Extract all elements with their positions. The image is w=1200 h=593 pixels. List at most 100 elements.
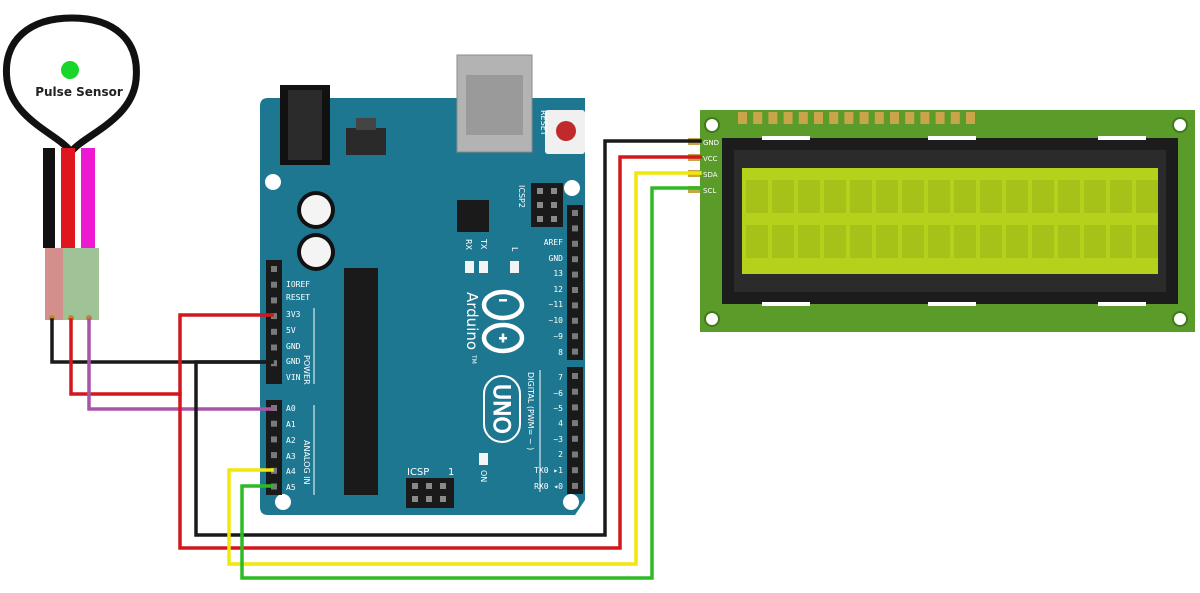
icsp2-pins: [537, 188, 557, 222]
lcd-character-cell: [1006, 225, 1028, 258]
lcd-character-cell: [1058, 180, 1080, 213]
wire-lcd-scl: [240, 186, 702, 580]
lcd-character-cell: [1006, 180, 1028, 213]
power-pin-hole: [271, 266, 277, 272]
lcd-top-pad: [814, 112, 823, 124]
wires: [50, 139, 702, 580]
pin-label-a3: A3: [286, 452, 296, 461]
lcd-character-cell: [772, 225, 794, 258]
pin-label-d13: 13: [553, 269, 563, 278]
lcd-bezel-highlight-top-right: [1098, 136, 1146, 140]
digital-pin-holes: [572, 210, 578, 489]
lcd-character-cell: [876, 180, 898, 213]
arduino-board: RESET ICSP2 RX TX L Arduino TM: [260, 54, 585, 515]
lcd-module: GND VCC SDA SCL: [688, 110, 1195, 332]
pulse-sensor-body: [2, 14, 140, 159]
lcd-hole-2: [1172, 117, 1188, 133]
digital-pin-hole: [572, 225, 578, 232]
on-led: [479, 453, 488, 465]
lcd-character-cell: [824, 180, 846, 213]
analog-header: [266, 400, 282, 495]
sensor-connector-1: [45, 248, 63, 320]
lcd-top-pad: [844, 112, 854, 124]
lcd-top-pads: [738, 112, 975, 124]
usb-chip: [457, 200, 489, 232]
digital-pin-hole: [572, 271, 578, 278]
pin-label-d3: ~3: [553, 435, 563, 444]
lcd-bezel-highlight-bottom-right: [1098, 302, 1146, 306]
pin-label-reset: RESET: [286, 293, 310, 302]
sensor-cable-black: [43, 148, 55, 248]
lcd-bezel-highlight-top-left: [762, 136, 810, 140]
lcd-top-pad: [966, 112, 975, 124]
reset-button-cap[interactable]: [556, 121, 576, 141]
tx-led: [479, 261, 488, 273]
digital-pin-hole: [572, 302, 578, 309]
pulse-sensor: Pulse Sensor: [2, 14, 140, 321]
icsp2-label: ICSP2: [517, 185, 526, 208]
pin-label-a2: A2: [286, 436, 296, 445]
digital-pin-hole: [572, 333, 578, 340]
tx-label: TX: [479, 238, 488, 250]
lcd-pin-scl-label: SCL: [703, 187, 716, 195]
lcd-character-cell: [746, 225, 768, 258]
brand-label: Arduino: [463, 292, 481, 350]
uno-outline: [483, 375, 521, 443]
digital-pin-hole: [572, 467, 578, 474]
lcd-character-cell: [1136, 180, 1158, 213]
pin-label-d7: 7: [558, 373, 563, 382]
pin-label-d1: TX0 ▸1: [534, 466, 563, 475]
rx-label: RX: [464, 239, 473, 251]
lcd-character-cell: [1084, 225, 1106, 258]
lcd-character-cell: [746, 180, 768, 213]
lcd-bezel-highlight-bottom-left: [762, 302, 810, 306]
pin-label-d10: ~10: [549, 316, 564, 325]
pin-label-gnd-2: GND: [286, 357, 301, 366]
mount-hole-2: [564, 180, 580, 196]
lcd-character-cell: [798, 225, 820, 258]
wire-sensor-vcc: [69, 318, 182, 396]
analog-pin-hole: [271, 405, 277, 411]
pin-label-5v: 5V: [286, 326, 296, 335]
pin-label-a0: A0: [286, 404, 296, 413]
digital-pin-hole: [572, 287, 578, 293]
power-pin-hole: [271, 344, 277, 351]
power-pin-hole: [271, 281, 277, 288]
pin-label-a1: A1: [286, 420, 296, 429]
lcd-character-cell: [928, 180, 950, 213]
lcd-top-pad: [905, 112, 915, 124]
lcd-top-pad: [890, 112, 899, 124]
digital-pin-hole: [572, 482, 578, 489]
voltage-regulator: [346, 128, 386, 155]
lcd-top-pad: [874, 112, 884, 124]
sensor-cable-red: [61, 148, 75, 248]
on-label: ON: [479, 470, 488, 482]
wire-lcd-vcc: [178, 155, 702, 550]
power-header: [266, 260, 282, 384]
power-pin-holes: [271, 266, 277, 367]
power-pin-hole: [271, 313, 277, 320]
lcd-top-pad: [859, 112, 869, 124]
analog-pin-hole: [271, 483, 277, 490]
pin-label-d8: 8: [558, 348, 563, 357]
lcd-character-cell: [1058, 225, 1080, 258]
capacitor-2-top: [301, 237, 331, 267]
power-header-label: POWER: [302, 355, 311, 385]
digital-pin-hole: [572, 210, 578, 216]
l-label: L: [510, 247, 519, 252]
analog-pin-holes: [271, 405, 277, 490]
lcd-character-cell: [902, 180, 924, 213]
digital-pin-hole: [572, 404, 578, 411]
pin-label-d11: ~11: [549, 300, 564, 309]
lcd-character-cell: [798, 180, 820, 213]
pin-label-a4: A4: [286, 467, 296, 476]
digital-header-upper: [567, 205, 583, 360]
sensor-connector-3: [81, 248, 99, 320]
pin-label-3v3: 3V3: [286, 310, 301, 319]
brand-tm: TM: [470, 354, 477, 364]
lcd-character-cell: [1084, 180, 1106, 213]
lcd-top-pad: [935, 112, 945, 124]
mount-hole-4: [563, 494, 579, 510]
lcd-character-cell: [954, 225, 976, 258]
rx-led: [465, 261, 474, 273]
